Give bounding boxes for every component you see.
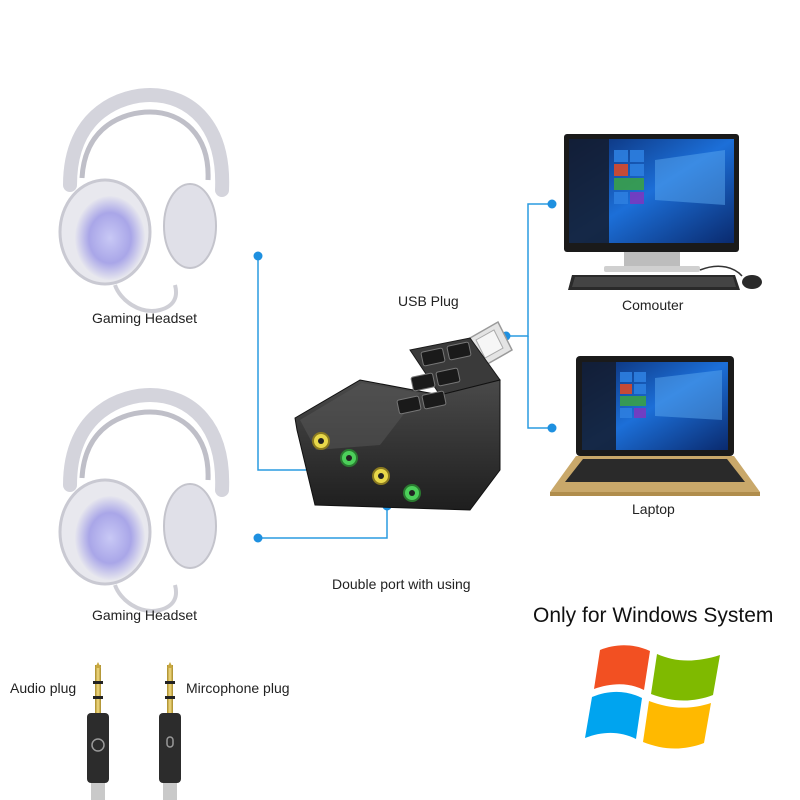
connector-usb-branch bbox=[504, 203, 552, 337]
windows-logo-icon bbox=[585, 645, 720, 749]
computer-label: Comouter bbox=[622, 297, 684, 313]
desktop-tiles bbox=[614, 150, 644, 204]
laptop-tiles bbox=[620, 372, 646, 418]
usb-plug-label: USB Plug bbox=[398, 293, 459, 309]
audio-plug-label: Audio plug bbox=[10, 680, 77, 696]
headset-top-label: Gaming Headset bbox=[92, 310, 198, 326]
audio-jack-icon bbox=[87, 662, 109, 800]
windows-only-title: Only for Windows System bbox=[533, 604, 774, 627]
usb-sound-card-icon bbox=[294, 320, 513, 511]
connector-headset-bottom bbox=[258, 506, 388, 539]
sound-card-buttons bbox=[396, 341, 472, 415]
headset-icon bbox=[58, 87, 230, 313]
microphone-plug-label: Mircophone plug bbox=[186, 680, 290, 696]
desktop-computer-icon bbox=[564, 134, 762, 290]
microphone-jack-icon bbox=[159, 662, 181, 800]
laptop-label: Laptop bbox=[632, 501, 675, 517]
laptop-icon bbox=[550, 356, 760, 496]
connector-headset-top bbox=[257, 256, 318, 471]
connector-lines bbox=[257, 203, 552, 539]
headset-bottom-label: Gaming Headset bbox=[92, 607, 198, 623]
sound-card-jacks bbox=[312, 432, 421, 502]
headset-icon bbox=[58, 387, 230, 613]
connector-usb-branch-laptop bbox=[527, 336, 552, 429]
double-port-label: Double port with using bbox=[332, 576, 471, 592]
